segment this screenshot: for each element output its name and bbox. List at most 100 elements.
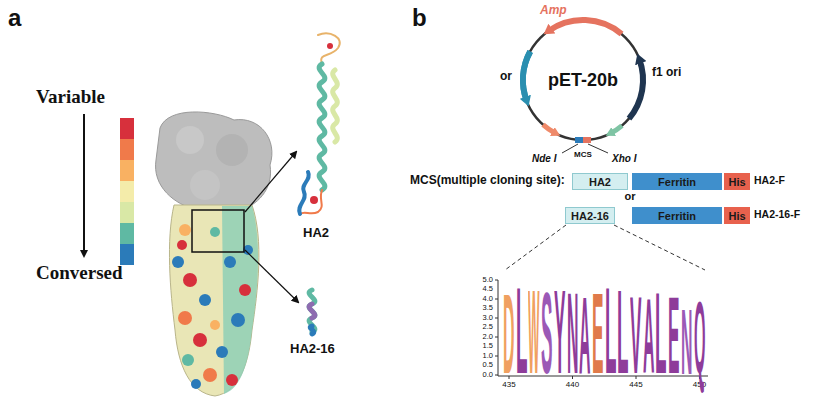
- axis-tick-label: 1.0: [483, 352, 493, 361]
- mcs-mark: [583, 137, 591, 143]
- gene-label: or: [500, 70, 512, 84]
- tick: [495, 375, 498, 376]
- or-label: or: [625, 190, 636, 203]
- logo-letter: N: [681, 298, 693, 390]
- color-scale: [120, 118, 134, 265]
- axis-tick-label: 4.5: [483, 285, 493, 294]
- stem-domain: [169, 205, 258, 396]
- residue: [203, 368, 217, 382]
- logo-letter: V: [630, 283, 642, 393]
- head-domain: [156, 112, 272, 210]
- construct-box: HA2-16: [565, 207, 615, 224]
- y-axis: [498, 280, 499, 376]
- scale-step: [120, 202, 134, 223]
- protein-surface: [156, 112, 272, 396]
- plasmid-circle: [523, 20, 643, 140]
- helix: [333, 70, 338, 142]
- tick: [495, 280, 498, 281]
- box-text: Ferritin: [658, 210, 696, 222]
- panel-letter: b: [412, 4, 427, 32]
- tick: [495, 337, 498, 338]
- helix-part: [310, 326, 313, 334]
- logo-letter: Q: [694, 290, 706, 392]
- zoom-line: [614, 225, 705, 270]
- axis-tick-label: 2.5: [483, 323, 493, 332]
- residue: [310, 196, 318, 204]
- site-label: Xho I: [612, 153, 636, 165]
- residue: [182, 354, 194, 366]
- scale-arrow: [83, 114, 85, 256]
- zoom-arrow: [245, 250, 298, 302]
- scale-step: [120, 160, 134, 181]
- plasmid-name: pET-20b: [548, 70, 618, 91]
- axis-tick-label: 0.5: [483, 361, 493, 370]
- construct-box: His: [724, 207, 750, 224]
- structure-label: HA2-16: [290, 342, 335, 357]
- tick: [495, 299, 498, 300]
- scale-step: [120, 139, 134, 160]
- construct-name: HA2-F: [754, 174, 785, 186]
- f1-ori-gene: [629, 60, 643, 119]
- box-text: HA2-16: [571, 210, 609, 222]
- loop: [318, 33, 340, 64]
- amp-gene: [549, 20, 622, 34]
- gene-label: f1 ori: [652, 66, 681, 80]
- residue: [231, 313, 245, 327]
- scale-label: Conversed: [36, 262, 123, 284]
- box-text: HA2: [589, 176, 611, 188]
- construct-box: His: [724, 173, 750, 190]
- logo-letter: S: [541, 279, 553, 394]
- ha2-ribbon: [299, 33, 340, 214]
- residue: [210, 227, 220, 237]
- helix: [299, 172, 309, 214]
- stem-patch: [222, 206, 258, 394]
- structure-label: HA2: [303, 226, 329, 241]
- ori-gene: [523, 52, 530, 101]
- row-label: MCS(multiple cloning site):: [410, 174, 565, 188]
- surface-bump: [190, 170, 220, 200]
- promoter-arrow: [543, 125, 555, 133]
- logo-letter: Y: [554, 277, 566, 395]
- axis-tick-label: 2.0: [483, 333, 493, 342]
- tick: [495, 318, 498, 319]
- construct-name: HA2-16-F: [754, 208, 800, 220]
- construct-box: HA2: [572, 173, 628, 190]
- logo-letter: L: [617, 277, 629, 395]
- logo-letter: L: [655, 279, 667, 394]
- zoom-arrow: [245, 152, 296, 212]
- residue: [183, 273, 197, 287]
- box-text: His: [728, 176, 745, 188]
- surface-bump: [216, 134, 248, 166]
- tick: [495, 356, 498, 357]
- logo-letter: D: [503, 281, 515, 394]
- residue: [172, 256, 184, 268]
- residue: [193, 333, 207, 347]
- axis-tick-label: 3.5: [483, 304, 493, 313]
- scale-step: [120, 244, 134, 265]
- logo-letter: A: [643, 287, 655, 392]
- axis-tick-label: 3.0: [483, 314, 493, 323]
- gene-label: Amp: [540, 4, 567, 18]
- residue: [199, 294, 211, 306]
- box-text: Ferritin: [658, 176, 696, 188]
- scale-step: [120, 118, 134, 139]
- site-label: Nde I: [532, 153, 556, 165]
- logo-letter: W: [528, 276, 540, 395]
- box-text: His: [728, 210, 745, 222]
- construct-box: Ferritin: [632, 207, 722, 224]
- scale-label: Variable: [36, 86, 105, 108]
- scale-step: [120, 223, 134, 244]
- surface-bump: [176, 126, 204, 154]
- axis-tick-label: 1.5: [483, 342, 493, 351]
- logo-letter: L: [516, 273, 528, 395]
- residue: [178, 311, 192, 325]
- logo-letter: E: [668, 284, 680, 393]
- axis-tick-label: 4.0: [483, 295, 493, 304]
- ha2-16-helix: [309, 290, 315, 334]
- ori-segment: [523, 52, 530, 101]
- residue: [210, 320, 220, 330]
- residue: [226, 374, 238, 386]
- residue: [191, 379, 201, 389]
- residue: [179, 224, 191, 236]
